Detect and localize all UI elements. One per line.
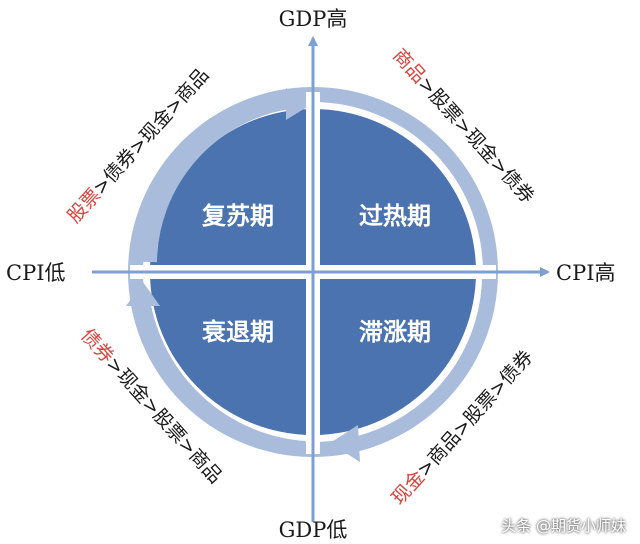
phase-stagflation: 滞涨期 bbox=[359, 318, 431, 346]
phase-recovery: 复苏期 bbox=[201, 202, 274, 230]
phase-recession: 衰退期 bbox=[201, 318, 274, 346]
cycle-arrow-bottom-right bbox=[353, 264, 497, 452]
cycle-arrowhead-bottom-left bbox=[126, 282, 160, 306]
phase-overheat: 过热期 bbox=[359, 202, 431, 230]
cycle-arrowhead-top-left bbox=[286, 88, 312, 120]
cycle-arrowhead-bottom-right bbox=[330, 425, 360, 462]
gdp-high-label: GDP高 bbox=[279, 7, 348, 31]
gdp-low-label: GDP低 bbox=[279, 518, 348, 542]
watermark: 头条 @期货小师妹 bbox=[501, 517, 626, 535]
cpi-low-label: CPI低 bbox=[6, 261, 66, 285]
cpi-high-label: CPI高 bbox=[556, 261, 616, 285]
cycle-arrow-bottom-left bbox=[136, 298, 306, 455]
cycle-arrow-top-left bbox=[143, 95, 292, 263]
